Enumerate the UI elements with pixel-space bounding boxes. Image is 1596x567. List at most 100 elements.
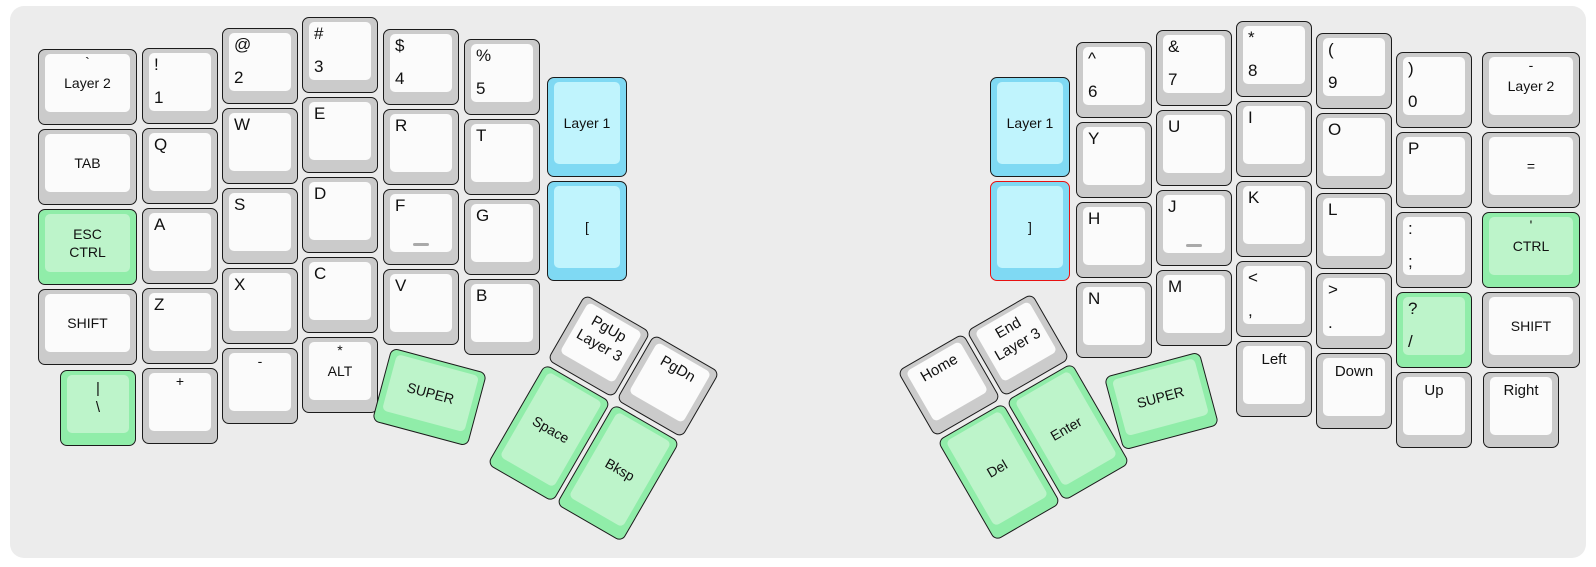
key-x[interactable]: X xyxy=(222,268,298,344)
key-asterisk-8[interactable]: *8 xyxy=(1236,21,1312,97)
key-label-lbracket: [ xyxy=(585,218,589,235)
key-shift-right[interactable]: SHIFT xyxy=(1482,292,1580,368)
key-quote-ctrl[interactable]: 'CTRL xyxy=(1482,212,1580,288)
key-label-right-arrow: Right xyxy=(1503,382,1539,399)
key-b[interactable]: B xyxy=(464,279,540,355)
key-caret-6[interactable]: ^6 xyxy=(1076,42,1152,118)
key-minus-left[interactable]: - xyxy=(222,348,298,424)
key-question-slash[interactable]: ?/ xyxy=(1396,292,1472,368)
keycap-top: ?/ xyxy=(1403,297,1465,355)
key-z[interactable]: Z xyxy=(142,288,218,364)
key-gt-period[interactable]: >. xyxy=(1316,273,1392,349)
keycap-top: &7 xyxy=(1163,35,1225,93)
key-lbracket[interactable]: [ xyxy=(547,181,627,281)
key-amp-7[interactable]: &7 xyxy=(1156,30,1232,106)
key-rparen-0[interactable]: )0 xyxy=(1396,52,1472,128)
key-label-u: U xyxy=(1168,117,1181,136)
key-star-alt[interactable]: *ALT xyxy=(302,337,378,413)
key-label-b: B xyxy=(476,286,488,305)
key-y[interactable]: Y xyxy=(1076,122,1152,198)
key-label-percent-5: 5 xyxy=(476,79,486,98)
key-label-e: E xyxy=(314,104,326,123)
key-w[interactable]: W xyxy=(222,108,298,184)
key-shift-left[interactable]: SHIFT xyxy=(38,289,137,365)
key-q[interactable]: Q xyxy=(142,128,218,204)
key-label-quote-ctrl: CTRL xyxy=(1512,237,1550,254)
key-up-arrow[interactable]: Up xyxy=(1396,372,1472,448)
key-label-tab: TAB xyxy=(74,154,101,171)
key-label-at-2: @ xyxy=(234,35,252,54)
keycap-top: E xyxy=(309,102,371,160)
key-m[interactable]: M xyxy=(1156,270,1232,346)
key-label-g: G xyxy=(476,206,490,225)
keycap-top: R xyxy=(390,114,452,172)
keycap-top: F xyxy=(390,194,452,252)
key-lparen-9[interactable]: (9 xyxy=(1316,33,1392,109)
key-super-right[interactable]: SUPER xyxy=(1103,351,1220,451)
key-f[interactable]: F xyxy=(383,189,459,265)
keycap-top: + xyxy=(149,373,211,431)
key-pipe-backslash[interactable]: | \ xyxy=(60,370,136,446)
key-label-super-right: SUPER xyxy=(1135,383,1186,412)
key-j[interactable]: J xyxy=(1156,190,1232,266)
key-colon-semicolon[interactable]: :; xyxy=(1396,212,1472,288)
keycap-top: (9 xyxy=(1323,38,1385,96)
key-label-asterisk-8: * xyxy=(1248,28,1255,47)
key-label-q: Q xyxy=(154,135,168,154)
key-h[interactable]: H xyxy=(1076,202,1152,278)
key-plus[interactable]: + xyxy=(142,368,218,444)
key-layer1-left[interactable]: Layer 1 xyxy=(547,77,627,177)
key-o[interactable]: O xyxy=(1316,113,1392,189)
keycap-top: ^6 xyxy=(1083,47,1145,105)
key-right-arrow[interactable]: Right xyxy=(1483,372,1559,448)
keycap-top: Home xyxy=(905,340,989,423)
key-layer1-right[interactable]: Layer 1 xyxy=(990,77,1070,177)
key-exclam-1[interactable]: !1 xyxy=(142,48,218,124)
keycap-top: J xyxy=(1163,195,1225,253)
key-s[interactable]: S xyxy=(222,188,298,264)
key-r[interactable]: R xyxy=(383,109,459,185)
key-lt-comma[interactable]: <, xyxy=(1236,261,1312,337)
key-grave-layer2[interactable]: `Layer 2 xyxy=(38,49,137,125)
key-label-down-arrow: Down xyxy=(1334,363,1374,380)
key-d[interactable]: D xyxy=(302,177,378,253)
key-v[interactable]: V xyxy=(383,269,459,345)
keycap-top: | \ xyxy=(67,375,129,433)
key-hash-3[interactable]: #3 xyxy=(302,17,378,93)
key-label-up-arrow: Up xyxy=(1424,382,1444,399)
homing-bar xyxy=(1186,244,1202,247)
keycap-top: S xyxy=(229,193,291,251)
key-tab[interactable]: TAB xyxy=(38,129,137,205)
key-label-shift-left: SHIFT xyxy=(67,314,108,331)
keycap-top: B xyxy=(471,284,533,342)
key-e[interactable]: E xyxy=(302,97,378,173)
keycap-top: SHIFT xyxy=(45,294,130,352)
key-super-left[interactable]: SUPER xyxy=(371,347,488,447)
key-at-2[interactable]: @2 xyxy=(222,28,298,104)
key-p[interactable]: P xyxy=(1396,132,1472,208)
key-label-asterisk-8: 8 xyxy=(1248,61,1258,80)
key-dollar-4[interactable]: $4 xyxy=(383,29,459,105)
key-rbracket[interactable]: ] xyxy=(990,181,1070,281)
key-t[interactable]: T xyxy=(464,119,540,195)
key-equals[interactable]: = xyxy=(1482,132,1580,208)
key-label-w: W xyxy=(234,115,251,134)
key-u[interactable]: U xyxy=(1156,110,1232,186)
key-left-arrow[interactable]: Left xyxy=(1236,341,1312,417)
key-label-question-slash: / xyxy=(1408,332,1413,351)
key-down-arrow[interactable]: Down xyxy=(1316,353,1392,429)
key-label-j: J xyxy=(1168,197,1177,216)
key-c[interactable]: C xyxy=(302,257,378,333)
key-k[interactable]: K xyxy=(1236,181,1312,257)
key-a[interactable]: A xyxy=(142,208,218,284)
key-g[interactable]: G xyxy=(464,199,540,275)
key-percent-5[interactable]: %5 xyxy=(464,39,540,115)
keycap-top: SUPER xyxy=(1111,358,1210,437)
key-esc-ctrl[interactable]: ESC CTRL xyxy=(38,209,137,285)
key-label-pgup-layer3: PgUp Layer 3 xyxy=(573,312,630,366)
key-label-o: O xyxy=(1328,120,1342,139)
key-i[interactable]: I xyxy=(1236,101,1312,177)
key-n[interactable]: N xyxy=(1076,282,1152,358)
key-dash-layer2[interactable]: -Layer 2 xyxy=(1482,52,1580,128)
key-l[interactable]: L xyxy=(1316,193,1392,269)
